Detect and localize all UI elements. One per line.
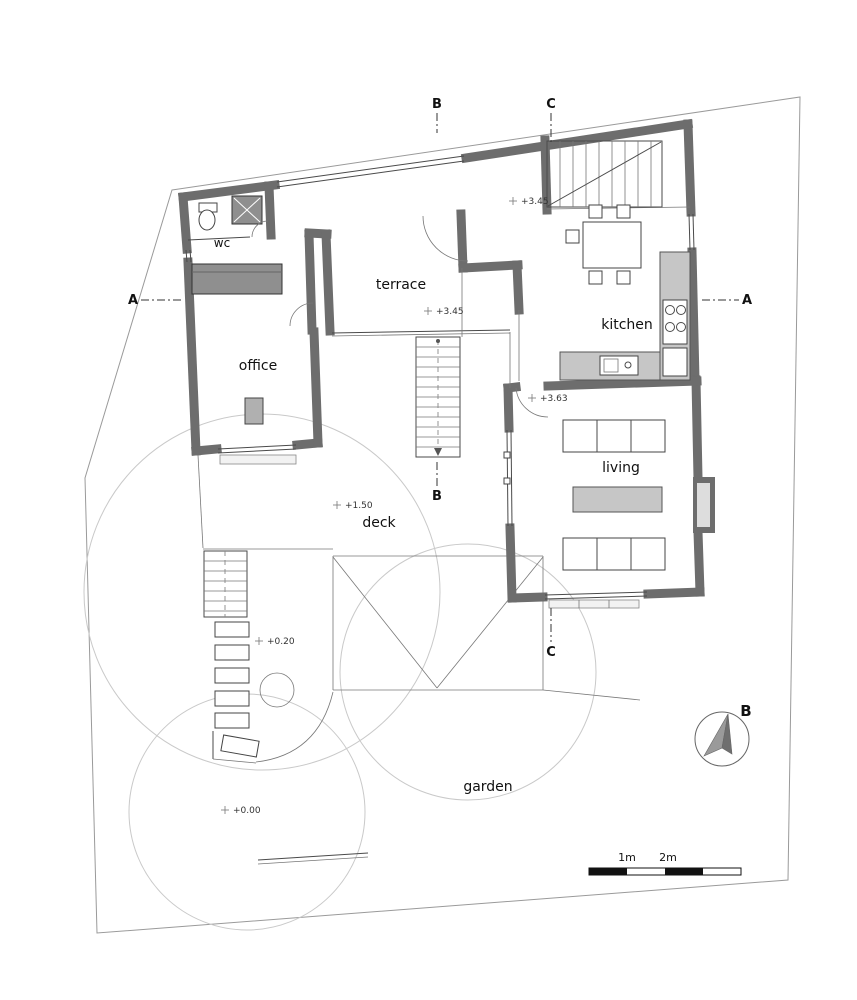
section-markers: B C A A B C [128,97,752,660]
chair [616,204,631,219]
office-desk [191,263,283,295]
north-arrow-needle-icon [721,713,733,755]
level-terrace: +3.45 [424,307,464,317]
tree-canopy-icon [83,413,441,771]
office-furniture [191,263,283,425]
kitchen-sink [599,355,639,376]
level-garden: +0.00 [221,806,261,816]
level-label: +0.00 [233,806,261,816]
wc-fixtures [198,195,263,231]
chair [588,270,603,285]
room-labels: wc terrace kitchen office living deck ga… [214,236,653,795]
room-label-living: living [602,460,640,476]
bay-window-sill [548,599,640,609]
chair [588,204,603,219]
section-marker-a-right: A [742,293,752,308]
office-cabinet [244,397,264,425]
scale-bar-segment [665,868,703,875]
level-label: +3.45 [436,307,464,317]
sofa [562,419,666,453]
door-arcs [251,215,549,418]
scale-label-2m: 2m [659,851,677,864]
sofa [562,537,666,571]
room-label-kitchen: kitchen [601,317,653,333]
stair-main [415,336,461,458]
section-marker-c-bottom: C [546,645,556,660]
room-label-deck: deck [362,515,396,531]
north-arrow: B [694,702,752,767]
building-walls [177,118,715,603]
tree-canopy-icon [339,543,597,801]
coffee-table [572,486,663,513]
level-living: +3.63 [528,394,568,404]
scale-label-1m: 1m [618,851,636,864]
chair [565,229,580,244]
section-marker-a-left: A [128,293,138,308]
section-marker-c-top: C [546,97,556,112]
room-label-garden: garden [463,779,512,795]
level-terrace-upper: +3.45 [509,197,549,207]
windows [185,155,695,609]
stair-garden [203,550,248,618]
room-label-terrace: terrace [376,277,426,293]
dining-set [565,204,642,285]
living-furniture [562,419,666,571]
toilet-icon [198,209,216,231]
fireplace-inner [697,483,710,527]
north-arrow-label: B [740,702,751,720]
section-marker-b-top: B [432,97,442,112]
section-marker-b-mid: B [432,489,442,504]
scale-bar-segment [589,868,627,875]
property-boundary [84,96,801,934]
dining-table [582,221,642,269]
stair-upper [546,140,663,208]
level-annotations: +3.45 +3.45 +3.63 +1.50 +0.20 +0.00 [221,197,568,816]
level-deck: +1.50 [333,501,373,511]
garden-steps [214,621,295,758]
stair-direction-arrow-icon [434,448,442,456]
office-window-sill [219,454,297,465]
garden-lines [212,731,369,865]
tree-canopies [83,413,597,931]
room-label-office: office [239,358,277,374]
oven [662,347,688,377]
level-label: +3.45 [521,197,549,207]
cooktop [662,299,688,345]
scale-bar: 1m 2m [588,851,742,876]
level-label: +1.50 [345,501,373,511]
level-label: +3.63 [540,394,568,404]
room-label-wc: wc [214,236,230,250]
level-label: +0.20 [267,637,295,647]
level-steps: +0.20 [255,637,295,647]
garden-planter [259,672,295,708]
kitchen-counter [559,251,691,381]
chair [616,270,631,285]
